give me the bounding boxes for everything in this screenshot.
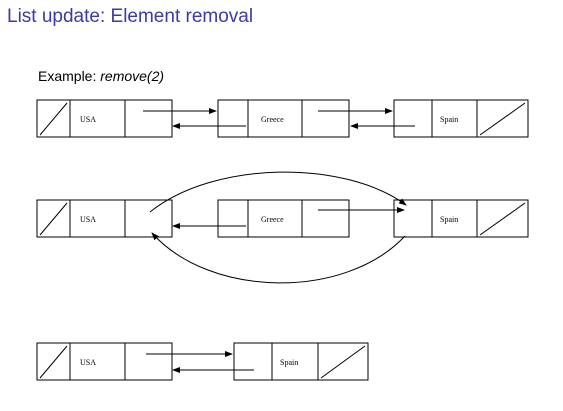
node-spain: Spain [393,199,529,238]
node-label: Spain [440,215,458,224]
node-label: USA [80,115,96,124]
bypass-next-arc [149,171,407,213]
null-prev-slash [39,202,68,236]
slide-title: List update: Element removal [7,6,254,27]
node-usa: USA [36,199,173,238]
null-prev-slash [39,102,68,136]
example-prefix: Example: [38,68,101,84]
row-1: USA Greece Spain [36,99,529,138]
node-spain: Spain [233,342,369,381]
null-next-slash [479,102,526,136]
node-usa: USA [36,342,173,381]
row-2: USA Greece Spain [36,171,529,284]
node-greece: Greece [217,99,350,138]
node-greece: Greece [217,199,350,238]
node-usa: USA [36,99,173,138]
node-label: USA [80,215,96,224]
null-prev-slash [39,345,68,379]
null-next-slash [479,202,526,236]
node-label: Spain [280,358,298,367]
node-label: USA [80,358,96,367]
node-label: Greece [261,215,284,224]
node-label: Spain [440,115,458,124]
bypass-prev-arc [151,232,406,284]
node-spain: Spain [393,99,529,138]
example-call: remove(2) [100,68,165,84]
node-label: Greece [261,115,284,124]
null-next-slash [320,345,366,379]
row-3: USA Spain [36,342,369,381]
example-label: Example: remove(2) [38,68,164,84]
